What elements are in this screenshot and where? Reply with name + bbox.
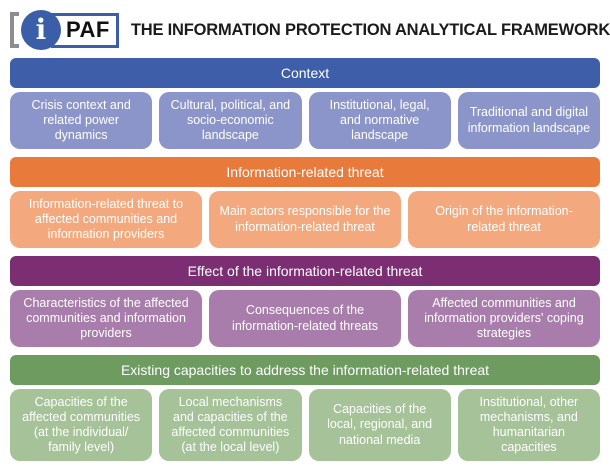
section-context-boxes: Crisis context and related power dynamic…: [10, 92, 600, 149]
section-threat-header: Information-related threat: [10, 157, 600, 187]
framework-box: Main actors responsible for the informat…: [209, 191, 401, 248]
framework-box: Institutional, legal, and normative land…: [308, 92, 451, 149]
ipaf-logo: i PAF: [10, 10, 119, 50]
framework-box: Capacities of the affected communities (…: [10, 389, 153, 461]
framework-box: Crisis context and related power dynamic…: [10, 92, 153, 149]
framework-box: Capacities of the local, regional, and n…: [308, 389, 451, 461]
section-context: Context Crisis context and related power…: [10, 58, 600, 149]
framework-box: Cultural, political, and socio-economic …: [159, 92, 302, 149]
framework-box: Institutional, other mechanisms, and hum…: [457, 389, 600, 461]
logo-paf-label: PAF: [51, 12, 119, 48]
page-header: i PAF THE INFORMATION PROTECTION ANALYTI…: [10, 8, 610, 52]
info-icon: i: [21, 10, 61, 50]
bracket-icon: [10, 12, 19, 48]
framework-box: Characteristics of the affected communit…: [10, 290, 202, 347]
section-capacities-boxes: Capacities of the affected communities (…: [10, 389, 600, 461]
section-capacities: Existing capacities to address the infor…: [10, 355, 600, 461]
framework-box: Affected communities and information pro…: [408, 290, 600, 347]
framework-box: Consequences of the information-related …: [209, 290, 401, 347]
section-effect-header: Effect of the information-related threat: [10, 256, 600, 286]
framework-box: Local mechanisms and capacities of the a…: [159, 389, 302, 461]
section-effect-boxes: Characteristics of the affected communit…: [10, 290, 600, 347]
section-capacities-header: Existing capacities to address the infor…: [10, 355, 600, 385]
framework-box: Origin of the information-related threat: [408, 191, 600, 248]
section-effect: Effect of the information-related threat…: [10, 256, 600, 347]
framework-box: Traditional and digital information land…: [457, 92, 600, 149]
framework-box: Information-related threat to affected c…: [10, 191, 202, 248]
section-threat: Information-related threat Information-r…: [10, 157, 600, 248]
section-threat-boxes: Information-related threat to affected c…: [10, 191, 600, 248]
page-title: THE INFORMATION PROTECTION ANALYTICAL FR…: [130, 20, 610, 39]
section-context-header: Context: [10, 58, 600, 88]
